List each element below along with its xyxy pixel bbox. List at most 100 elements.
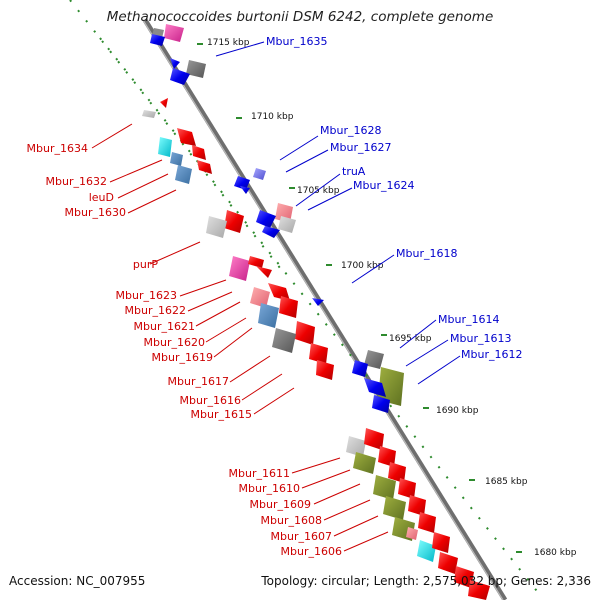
gene-glyph [279,296,298,318]
gene-label-mbur-1634: Mbur_1634 [27,142,88,155]
genome-backbone-highlight [142,19,504,600]
scale-ruler-outer [99,37,541,596]
gene-glyph [229,256,250,281]
gene-glyph [142,110,156,118]
gene-label-mbur-1635: Mbur_1635 [266,35,327,48]
gene-label-mbur-1615: Mbur_1615 [191,408,252,421]
gene-label-mbur-1624: Mbur_1624 [353,179,414,192]
gene-glyph [192,145,206,160]
gene-glyph [170,152,183,166]
gene-label-mbur-1618: Mbur_1618 [396,247,457,260]
scale-label-1700: 1700 kbp [341,261,384,271]
gene-label-mbur-1610: Mbur_1610 [239,482,300,495]
gene-glyph [258,303,279,328]
scale-label-1680: 1680 kbp [534,548,577,558]
gene-glyph [240,186,250,194]
gene-glyph [234,176,250,190]
gene-label-mbur-1607: Mbur_1607 [271,530,332,543]
scale-tick-marks [197,43,522,553]
gene-glyph [170,68,190,85]
gene-glyph [388,462,406,483]
genome-backbone [142,18,508,600]
gene-label-mbur-1630: Mbur_1630 [65,206,126,219]
gene-glyph [186,60,206,78]
gene-glyph [454,566,474,588]
gene-glyph [150,34,165,46]
scale-label-1695: 1695 kbp [389,334,432,344]
gene-glyph [378,446,396,467]
gene-glyph [250,287,270,308]
gene-glyph [248,256,264,268]
gene-label-mbur-1606: Mbur_1606 [281,545,342,558]
gene-glyph [295,321,315,345]
gene-glyph [417,540,436,562]
gene-label-mbur-1620: Mbur_1620 [144,336,205,349]
gene-label-trua: truA [342,165,366,178]
gene-label-mbur-1632: Mbur_1632 [46,175,107,188]
map-title: Methanococcoides burtonii DSM 6242, comp… [106,9,494,25]
scale-label-1685: 1685 kbp [485,477,528,487]
gene-glyph [432,532,450,553]
gene-label-mbur-1627: Mbur_1627 [330,141,391,154]
gene-label-mbur-1611: Mbur_1611 [229,467,290,480]
gene-glyph [170,58,180,69]
gene-glyph [373,475,396,500]
gene-label-mbur-1608: Mbur_1608 [261,514,322,527]
genome-info-text: Topology: circular; Length: 2,575,032 bp… [261,574,591,588]
gene-glyph [312,298,324,306]
gene-glyph [262,226,280,238]
gene-glyph [468,580,490,600]
gene-glyph [408,495,426,516]
scale-label-1690: 1690 kbp [436,406,479,416]
gene-glyph [177,128,196,146]
gene-label-mbur-1612: Mbur_1612 [461,348,522,361]
gene-glyph [278,216,296,233]
gene-glyph [353,452,376,474]
gene-glyph [158,137,172,157]
gene-glyph [224,210,244,233]
gene-label-mbur-1619: Mbur_1619 [152,351,213,364]
gene-label-mbur-1628: Mbur_1628 [320,124,381,137]
leader-lines [91,41,461,552]
gene-glyph [160,98,168,108]
gene-glyph [309,343,328,364]
gene-glyph [364,378,386,397]
gene-glyph [268,283,290,301]
gene-glyph [352,360,368,377]
scale-label-1705: 1705 kbp [297,186,340,196]
gene-label-purp: purP [133,258,158,271]
gene-glyph [346,436,366,457]
gene-glyph [256,266,272,278]
gene-label-mbur-1623: Mbur_1623 [116,289,177,302]
gene-glyph [418,512,436,533]
gene-glyph [164,24,184,42]
gene-glyph [256,210,276,228]
gene-glyph [398,478,416,499]
gene-label-mbur-1613: Mbur_1613 [450,332,511,345]
gene-glyph [175,165,192,184]
scale-label-1710: 1710 kbp [251,112,294,122]
gene-label-mbur-1616: Mbur_1616 [180,394,241,407]
gene-glyph [316,360,334,380]
gene-glyph [253,168,266,180]
gene-label-mbur-1622: Mbur_1622 [125,304,186,317]
gene-glyph [383,496,406,520]
scale-label-1715: 1715 kbp [207,38,250,48]
gene-glyph [272,328,296,353]
accession-text: Accession: NC_007955 [9,574,146,588]
gene-glyph [372,395,390,413]
gene-label-mbur-1609: Mbur_1609 [250,498,311,511]
gene-glyph [364,350,384,369]
gene-label-mbur-1621: Mbur_1621 [134,320,195,333]
gene-label-mbur-1614: Mbur_1614 [438,313,499,326]
gene-label-leud: leuD [89,191,114,204]
scale-ruler-inner [69,0,281,269]
gene-label-mbur-1617: Mbur_1617 [168,375,229,388]
gene-glyph [438,552,458,574]
gene-features [142,24,490,600]
gene-glyph [206,216,227,238]
gene-glyph [406,527,418,540]
gene-glyph [364,428,384,450]
gene-glyph [197,160,212,174]
